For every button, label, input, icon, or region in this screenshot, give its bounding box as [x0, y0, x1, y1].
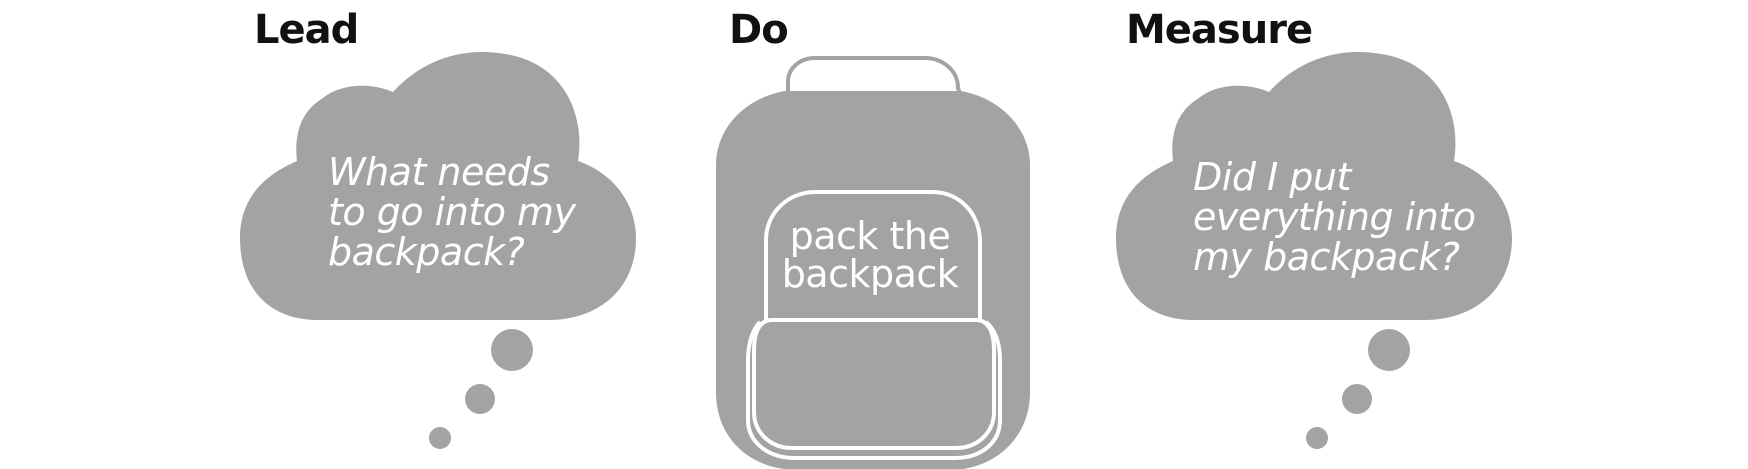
lead-thought-bubble-small-icon — [429, 427, 451, 449]
backpack-handle-icon — [786, 56, 962, 95]
backpack-icon — [716, 56, 1030, 469]
measure-question-line: my backpack? — [1193, 235, 1460, 279]
do-action-line: backpack — [781, 252, 959, 296]
backpack-bottom-pocket-icon — [752, 318, 996, 450]
measure-thought-cloud-icon — [1116, 51, 1512, 449]
lead-cloud-shape — [240, 51, 636, 320]
measure-thought-bubble-large-icon — [1368, 329, 1410, 371]
measure-thought-bubble-small-icon — [1306, 427, 1328, 449]
measure-thought-bubble-medium-icon — [1342, 384, 1372, 414]
backpack-body-icon — [716, 91, 1030, 469]
backpack-pocket-seam-icon — [746, 320, 1002, 460]
backpack-top-pocket-icon — [764, 190, 982, 320]
measure-heading: Measure — [1126, 7, 1313, 53]
measure-question-line: Did I put — [1193, 155, 1351, 199]
do-action-line: pack the — [789, 214, 951, 258]
lead-question-line: backpack? — [328, 230, 525, 274]
lead-thought-cloud-icon — [240, 51, 636, 449]
measure-question-line: everything into — [1193, 195, 1476, 239]
lead-question: What needs to go into my backpack? — [328, 152, 628, 272]
lead-question-line: What needs — [328, 150, 550, 194]
lead-heading: Lead — [254, 7, 359, 53]
do-action: pack the backpack — [770, 217, 970, 293]
lead-thought-bubble-medium-icon — [465, 384, 495, 414]
lead-question-line: to go into my — [328, 190, 576, 234]
measure-cloud-shape — [1116, 51, 1512, 320]
do-heading: Do — [729, 7, 789, 53]
lead-thought-bubble-large-icon — [491, 329, 533, 371]
measure-question: Did I put everything into my backpack? — [1193, 157, 1513, 277]
